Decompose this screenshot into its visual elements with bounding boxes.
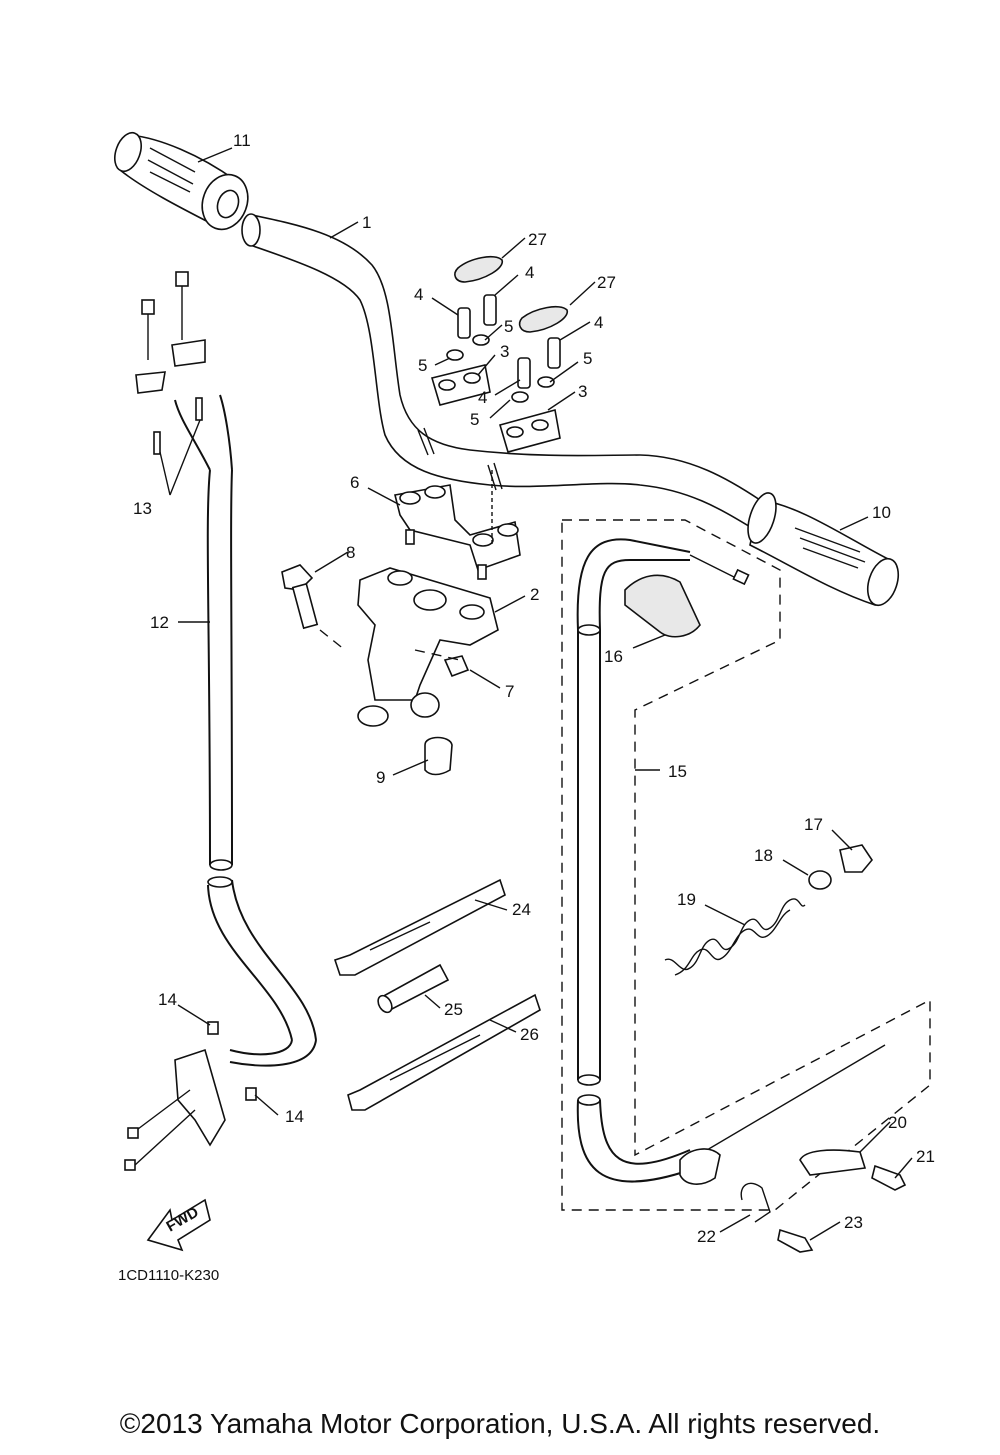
callout-15: 15 [668, 762, 687, 781]
callout-4d: 4 [478, 388, 487, 407]
callout-3b: 3 [578, 382, 587, 401]
callout-9: 9 [376, 768, 385, 787]
callout-4a: 4 [525, 263, 534, 282]
spring-assembly [664, 844, 873, 976]
callout-25: 25 [444, 1000, 463, 1019]
upper-holders [430, 256, 568, 453]
cable-ties [333, 878, 541, 1111]
right-grip [747, 492, 900, 607]
callout-21: 21 [916, 1147, 935, 1166]
callout-5b: 5 [418, 356, 427, 375]
callout-27b: 27 [597, 273, 616, 292]
callout-5c: 5 [583, 349, 592, 368]
throttle-lower-assembly [124, 1021, 257, 1171]
callout-13: 13 [133, 499, 152, 518]
callout-numbers: 11 1 27 4 4 27 5 4 3 5 5 4 3 5 6 13 10 8… [133, 131, 935, 1246]
callout-1: 1 [362, 213, 371, 232]
callout-27a: 27 [528, 230, 547, 249]
steering-bracket [281, 470, 499, 776]
lever-holder [624, 574, 701, 638]
callout-10: 10 [872, 503, 891, 522]
callout-3a: 3 [500, 342, 509, 361]
reference-code: 1CD1110-K230 [118, 1267, 219, 1284]
callout-5a: 5 [504, 317, 513, 336]
callout-26: 26 [520, 1025, 539, 1044]
throttle-cable [135, 271, 317, 1067]
fwd-arrow-icon: FWD [146, 1198, 211, 1252]
callout-14b: 14 [285, 1107, 304, 1126]
throttle-grip [114, 131, 249, 231]
callout-4b: 4 [414, 285, 423, 304]
callout-17: 17 [804, 815, 823, 834]
callout-22: 22 [697, 1227, 716, 1246]
callout-16: 16 [604, 647, 623, 666]
callout-24: 24 [512, 900, 531, 919]
copyright-notice: ©2013 Yamaha Motor Corporation, U.S.A. A… [119, 1408, 881, 1439]
callout-14a: 14 [158, 990, 177, 1009]
callout-2: 2 [530, 585, 539, 604]
callout-4c: 4 [594, 313, 603, 332]
callout-8: 8 [346, 543, 355, 562]
callout-19: 19 [677, 890, 696, 909]
callout-23: 23 [844, 1213, 863, 1232]
lower-holder [394, 484, 521, 580]
leader-lines [159, 147, 913, 1241]
brake-cable-assembly [561, 519, 931, 1211]
callout-11: 11 [233, 131, 251, 150]
callout-5d: 5 [470, 410, 479, 429]
clamp-parts [740, 1149, 907, 1253]
callout-20: 20 [888, 1113, 907, 1132]
callout-7: 7 [505, 682, 514, 701]
callout-18: 18 [754, 846, 773, 865]
callout-6: 6 [350, 473, 359, 492]
callout-12: 12 [150, 613, 169, 632]
